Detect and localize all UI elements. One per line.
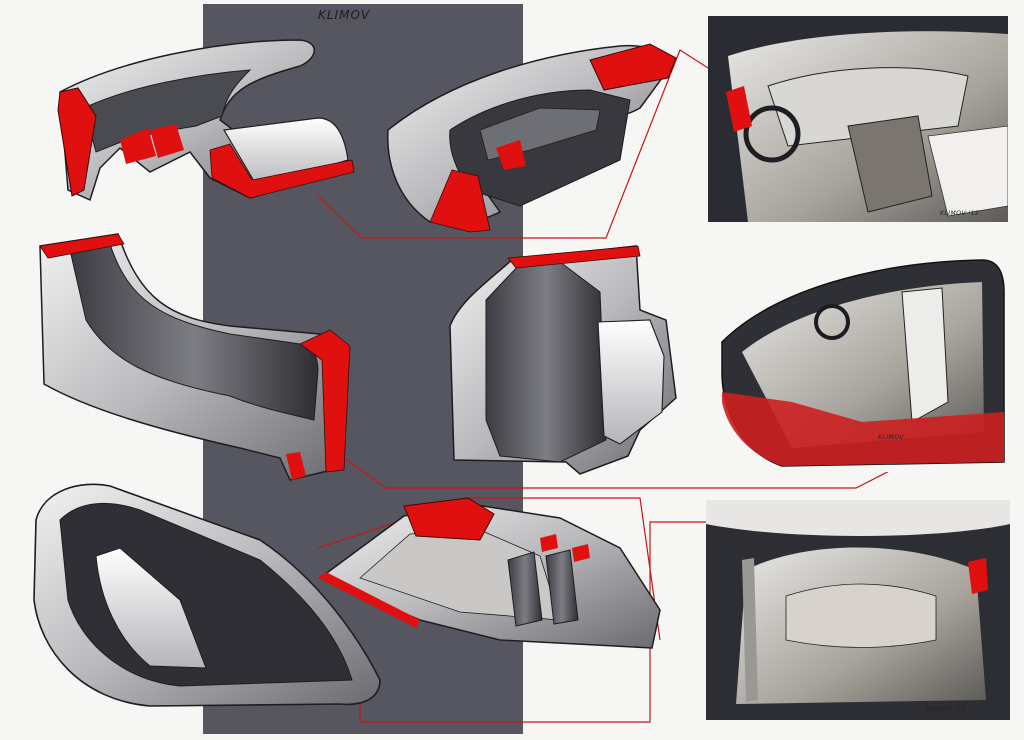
photo-signature-mid: KLIMOV bbox=[878, 434, 905, 441]
photo-signature-bottom: KLIMOV '12 bbox=[926, 706, 966, 713]
sketch-seat-back bbox=[449, 245, 677, 475]
sketch-console-top-center bbox=[387, 43, 677, 233]
artist-signature: KLIMOV bbox=[318, 8, 371, 22]
sketch-floor-console bbox=[318, 497, 661, 649]
photo-signature-top: KLIMOV '12 bbox=[940, 210, 980, 217]
sketch-long-console bbox=[39, 233, 351, 481]
sketch-console-top-left bbox=[57, 39, 355, 202]
sketch-door-trim bbox=[33, 483, 381, 707]
interior-render-dashboard: KLIMOV '12 bbox=[708, 16, 1008, 222]
interior-render-cutaway: KLIMOV bbox=[712, 252, 1012, 472]
interior-render-rear: KLIMOV '12 bbox=[706, 500, 1010, 720]
